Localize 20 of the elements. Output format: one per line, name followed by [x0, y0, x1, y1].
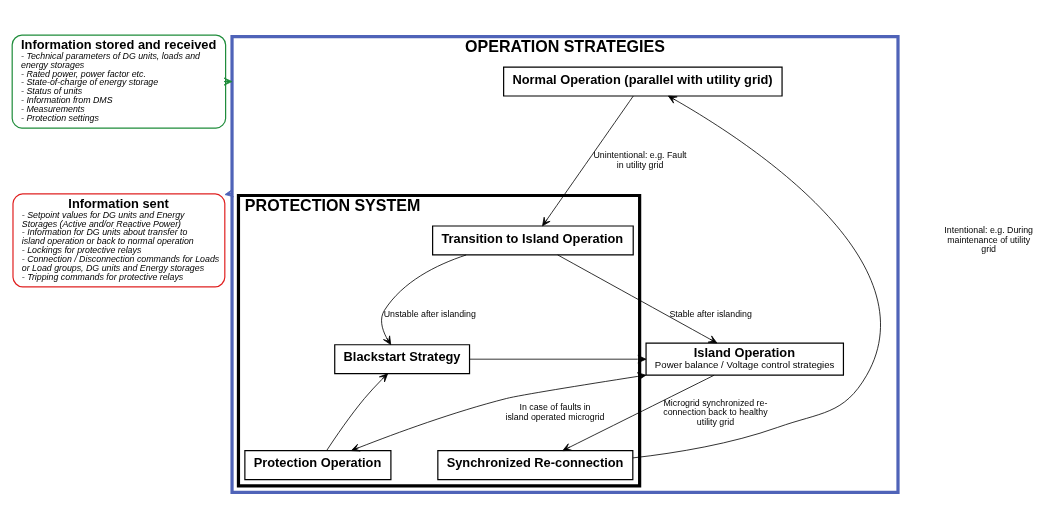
arrow	[469, 354, 647, 363]
edge-label: Unstable after islanding	[383, 308, 476, 319]
edge-label: In case of faults in island operated microgrid	[505, 401, 605, 422]
node-box: Normal Operation (parallel with utility grid)	[503, 66, 783, 97]
arrow	[326, 372, 388, 451]
edge-label: Stable after islanding	[669, 308, 752, 319]
edge-label: Microgrid synchronized re-connection back to healthy utility grid	[663, 397, 768, 427]
arrow	[562, 374, 715, 451]
arrow	[557, 254, 718, 343]
node-box: Information sent - Setpoint values for DG units and Energy Storages (Active and/or Reactive Power) - Information for DG units about transfer to island operation or back to normal operation - Lockings for protective relays - Connection / Disconnection commands for Loads or Load groups, DG units and Energy storages - Tripping commands for protective relays	[12, 192, 226, 288]
node-box: Blackstart Strategy	[334, 343, 471, 374]
arrow	[542, 95, 634, 226]
arrow	[381, 254, 467, 345]
label: Intentional: e.g. During maintenance of utility grid	[944, 224, 1033, 254]
node-box: Transition to Island Operation	[432, 224, 634, 255]
node-box: Synchronized Re-connection	[437, 449, 634, 480]
edge-label: Unintentional: e.g. Fault in utility grid	[593, 149, 687, 170]
arrow	[351, 371, 647, 451]
node-box: Protection Operation	[244, 449, 392, 480]
node-box: Island Operation Power balance / Voltage control strategies	[645, 342, 845, 376]
